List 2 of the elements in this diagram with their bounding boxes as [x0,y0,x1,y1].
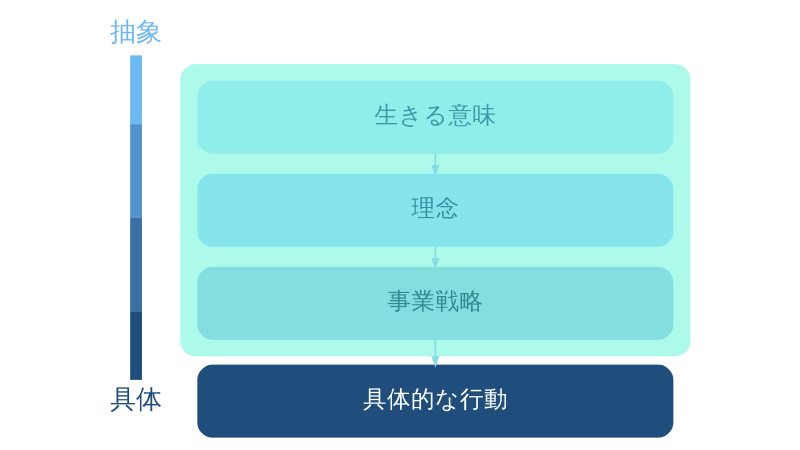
label: 抽象 [110,18,162,48]
label: 具体 [110,384,162,415]
